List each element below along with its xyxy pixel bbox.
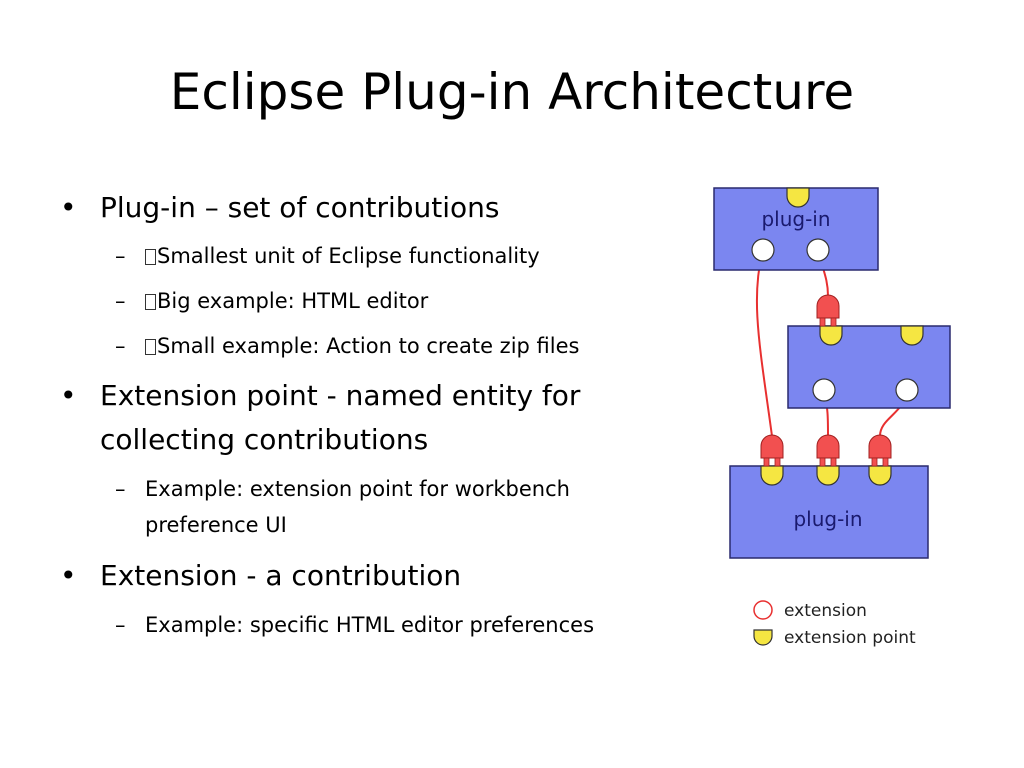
bullet-text: collecting contributions — [100, 423, 429, 456]
extension-point-icon — [760, 465, 784, 486]
extension-icon — [751, 238, 775, 262]
extension-point-icon — [819, 325, 843, 346]
extension-icon — [895, 378, 919, 402]
extension-icon — [806, 238, 830, 262]
extension-point-icon — [900, 325, 924, 346]
bullet-text: Extension point - named entity for — [100, 379, 581, 412]
sub-bullet-text: Small example: Action to create zip file… — [157, 334, 580, 358]
legend-extension-icon — [753, 600, 773, 620]
sub-bullet-text: Smallest unit of Eclipse functionality — [157, 244, 540, 268]
plug-icon — [816, 294, 840, 327]
sub-bullet-text: preference UI — [145, 513, 287, 537]
legend-extension-label: extension — [784, 601, 867, 621]
bullet-text: Plug-in – set of contributions — [100, 191, 500, 224]
extension-point-icon — [786, 187, 810, 208]
top-plugin-label: plug-in — [761, 207, 830, 231]
sub-bullet-dash: – — [115, 289, 126, 313]
plug-icon — [816, 434, 840, 467]
legend-extension-point-icon — [753, 629, 773, 646]
sub-bullet-dash: – — [115, 477, 126, 501]
plugin-architecture-diagram: plug-in plug-in extension extension poin — [713, 187, 951, 648]
extension-point-icon — [816, 465, 840, 486]
legend: extension extension point — [753, 600, 916, 648]
missing-glyph-box — [145, 249, 156, 265]
sub-bullet-text: Example: extension point for workbench — [145, 477, 570, 501]
extension-icon — [812, 378, 836, 402]
bullet-dot: • — [60, 191, 77, 224]
bullet-text: Extension - a contribution — [100, 559, 462, 592]
plug-icon — [868, 434, 892, 467]
sub-bullet-dash: – — [115, 334, 126, 358]
legend-extension-point-label: extension point — [784, 628, 916, 648]
sub-bullet-text: Big example: HTML editor — [157, 289, 429, 313]
extension-point-icon — [868, 465, 892, 486]
sub-bullet-dash: – — [115, 244, 126, 268]
middle-plugin-box — [787, 325, 951, 409]
slide-title: Eclipse Plug-in Architecture — [169, 63, 855, 121]
missing-glyph-box — [145, 339, 156, 355]
missing-glyph-box — [145, 294, 156, 310]
plug-icon — [760, 434, 784, 467]
sub-bullet-text: Example: specific HTML editor preference… — [145, 613, 595, 637]
bullet-dot: • — [60, 559, 77, 592]
bottom-plugin-label: plug-in — [793, 507, 862, 531]
sub-bullet-dash: – — [115, 613, 126, 637]
wire-top-left — [755, 249, 773, 437]
bullet-dot: • — [60, 379, 77, 412]
